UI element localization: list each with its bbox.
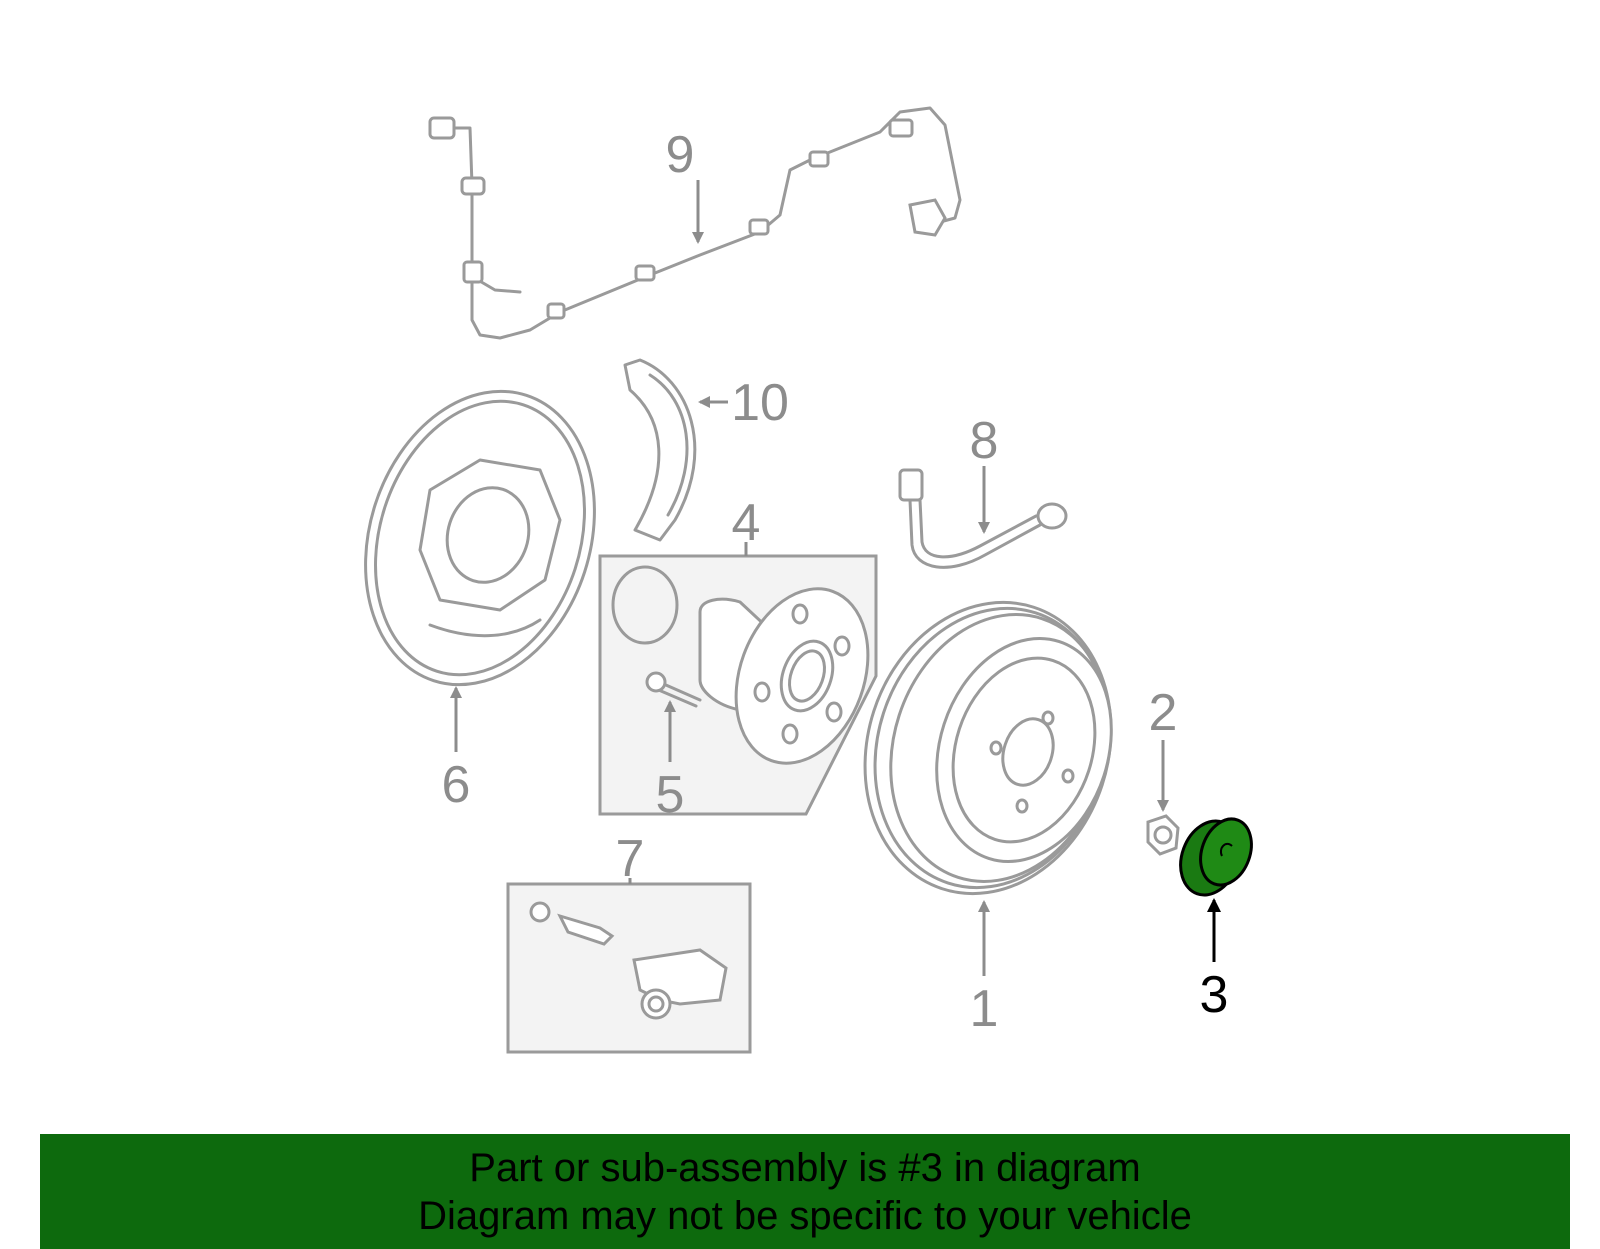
callout-5: 5 bbox=[656, 700, 685, 824]
callout-3: 3 bbox=[1200, 898, 1229, 1024]
svg-text:5: 5 bbox=[656, 766, 685, 824]
wheel-cylinder-box bbox=[506, 882, 752, 1054]
callout-1: 1 bbox=[970, 900, 999, 1038]
backing-plate bbox=[364, 389, 596, 687]
brake-drum bbox=[863, 600, 1113, 896]
callout-9: 9 bbox=[666, 126, 704, 244]
callout-2: 2 bbox=[1149, 684, 1178, 812]
svg-text:8: 8 bbox=[970, 412, 999, 470]
abs-sensor-wire bbox=[428, 106, 962, 340]
callout-8: 8 bbox=[970, 412, 999, 534]
banner-line-2: Diagram may not be specific to your vehi… bbox=[418, 1194, 1192, 1238]
callout-4: 4 bbox=[732, 494, 760, 556]
callout-6: 6 bbox=[442, 686, 471, 814]
callout-7: 7 bbox=[616, 830, 645, 888]
brake-shoe bbox=[623, 358, 697, 542]
callout-10: 10 bbox=[698, 374, 789, 432]
svg-text:6: 6 bbox=[442, 756, 471, 814]
svg-text:1: 1 bbox=[970, 980, 999, 1038]
grease-cap-highlighted[interactable] bbox=[1171, 812, 1260, 903]
svg-text:10: 10 bbox=[731, 374, 789, 432]
hub-assembly-box bbox=[598, 554, 878, 816]
hub-nut bbox=[1146, 814, 1180, 856]
brake-hose bbox=[898, 468, 1068, 569]
svg-text:9: 9 bbox=[666, 126, 695, 184]
svg-text:3: 3 bbox=[1200, 966, 1229, 1024]
svg-text:2: 2 bbox=[1149, 684, 1178, 742]
banner-line-1: Part or sub-assembly is #3 in diagram bbox=[469, 1146, 1141, 1190]
info-banner: Part or sub-assembly is #3 in diagram Di… bbox=[40, 1134, 1570, 1249]
